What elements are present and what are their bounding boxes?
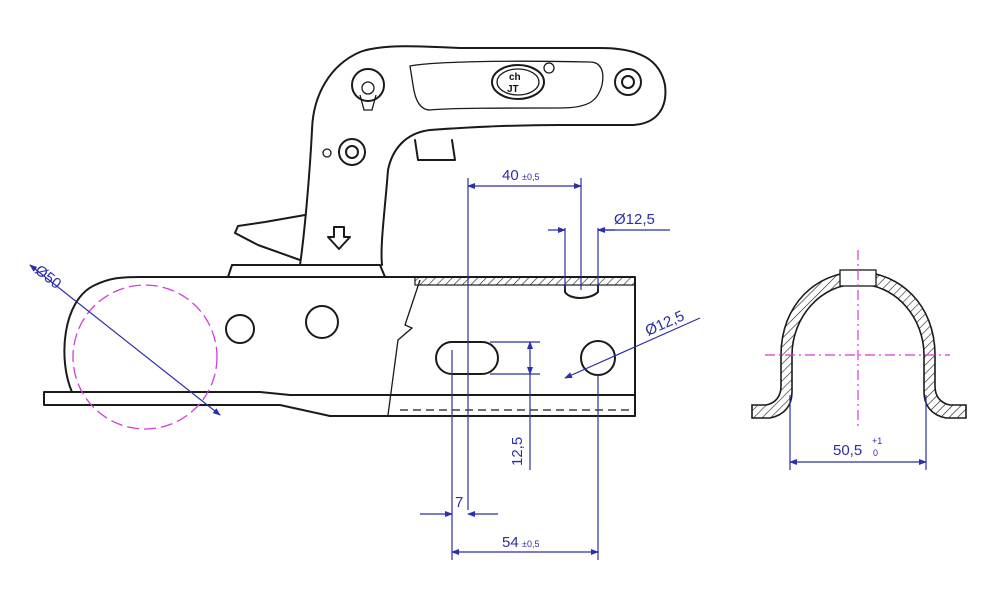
dimension-54: 54 ±0,5	[451, 375, 599, 560]
slot-offset-label: 7	[455, 494, 463, 511]
dimension-side-hole: Ø12,5	[564, 307, 701, 379]
profile-width-value: 50,5	[833, 442, 862, 459]
logo-text-top: ch	[509, 72, 521, 83]
bottom-spacing-tolerance: ±0,5	[522, 539, 539, 549]
profile-width-upper-tol: +1	[872, 436, 882, 446]
dimension-7: 7	[420, 350, 498, 560]
dimension-top-hole: Ø12,5	[548, 211, 670, 290]
coupling-body	[43, 264, 636, 417]
slot-height-label: 12,5	[509, 437, 526, 466]
side-hole-2	[305, 305, 339, 339]
coupling-handle: ch JT	[234, 45, 667, 266]
down-arrow-icon	[327, 226, 351, 250]
side-hole-diameter-label: Ø12,5	[643, 307, 687, 339]
top-hole-diameter-label: Ø12,5	[614, 211, 655, 228]
bottom-spacing-value: 54	[502, 534, 519, 551]
profile-width-lower-tol: 0	[873, 448, 878, 458]
dimension-slot-height: 12,5	[490, 341, 540, 470]
dimension-40: 40 ±0,5	[467, 167, 582, 510]
slot	[435, 341, 499, 375]
side-hole-1	[225, 314, 255, 344]
hole-spacing-value: 40	[502, 167, 519, 184]
logo-text-bottom: JT	[507, 84, 519, 95]
cross-section-profile: 50,5 +1 0	[751, 250, 967, 470]
hole-spacing-tolerance: ±0,5	[522, 172, 539, 182]
ball-outline: Ø50	[29, 262, 221, 430]
brand-logo	[491, 64, 545, 100]
